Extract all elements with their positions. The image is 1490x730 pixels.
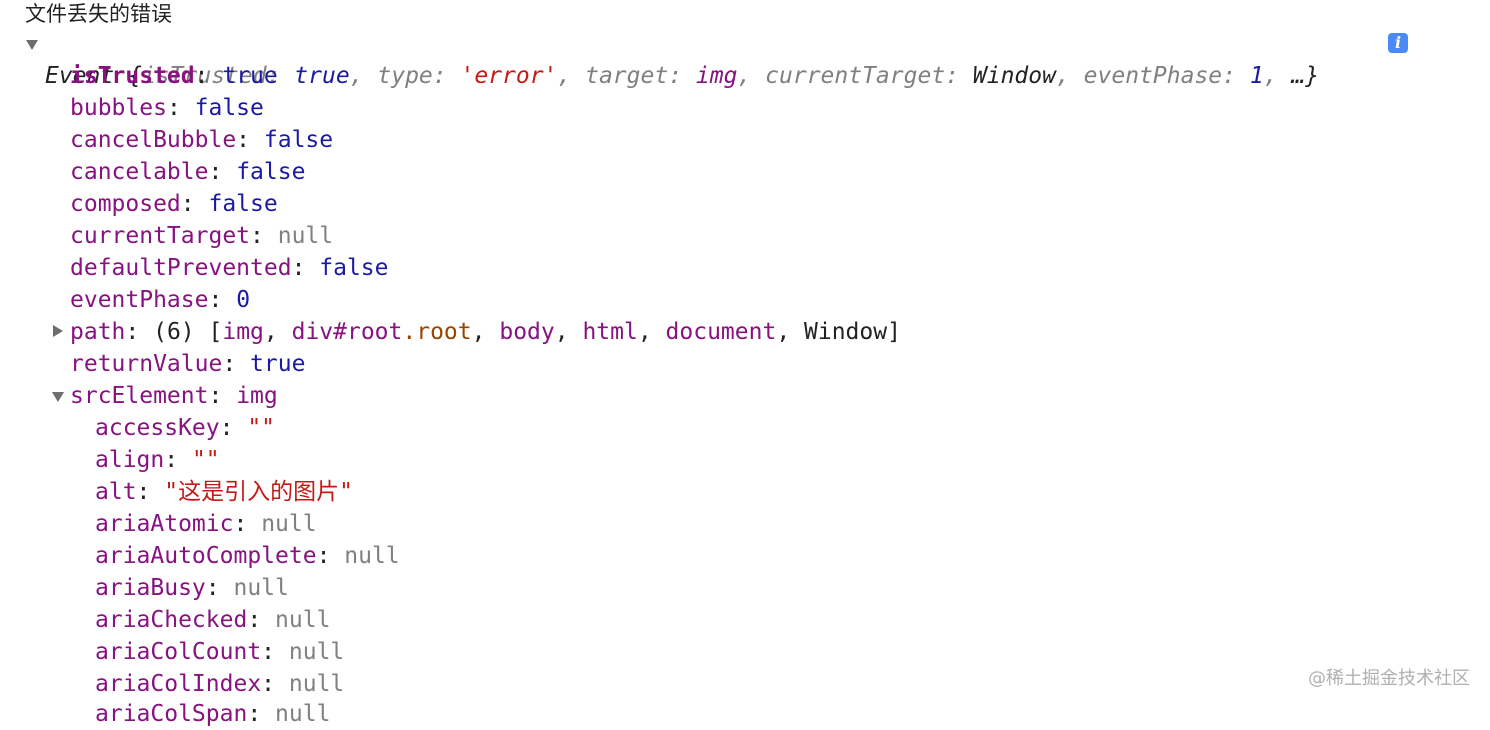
event-class-name: Event bbox=[45, 63, 129, 89]
property-value: null bbox=[288, 639, 345, 665]
event-summary-key-3: target bbox=[585, 63, 669, 89]
watermark: @稀土掘金技术社区 bbox=[1308, 668, 1470, 689]
property-row: eventPhase: 0 bbox=[70, 287, 251, 313]
event-summary-value-3: img bbox=[695, 63, 738, 89]
child-property-row: ariaChecked: null bbox=[95, 607, 331, 633]
property-value: true bbox=[222, 63, 278, 89]
path-item-body: body bbox=[499, 319, 555, 345]
child-property-row: ariaAtomic: null bbox=[95, 511, 317, 537]
property-key: ariaColSpan bbox=[95, 701, 248, 727]
property-row: isTrusted: true bbox=[70, 63, 278, 89]
path-item-div: div bbox=[291, 319, 334, 345]
expand-src-element-toggle[interactable] bbox=[52, 392, 64, 402]
event-summary-value-2: 'error' bbox=[460, 63, 558, 89]
property-key: ariaColCount bbox=[95, 639, 262, 665]
property-value: "" bbox=[247, 415, 276, 441]
property-value: null bbox=[275, 607, 331, 633]
event-summary-row[interactable]: Event {isTrusted: true, type: 'error', t… bbox=[45, 63, 1320, 89]
property-key: composed bbox=[70, 191, 181, 217]
property-key: ariaBusy bbox=[95, 575, 206, 601]
property-key: bubbles bbox=[70, 95, 167, 121]
child-property-row: ariaAutoComplete: null bbox=[95, 543, 400, 569]
property-value: "" bbox=[191, 447, 220, 473]
child-property-row: ariaBusy: null bbox=[95, 575, 289, 601]
property-key: eventPhase bbox=[70, 287, 209, 313]
property-key: currentTarget bbox=[70, 223, 251, 249]
event-summary-key-1: isTrusted bbox=[141, 63, 267, 89]
path-item-window: Window bbox=[804, 319, 888, 345]
path-item-html: html bbox=[582, 319, 638, 345]
child-property-row: ariaColSpan: null bbox=[95, 701, 331, 727]
property-key: returnValue bbox=[70, 351, 223, 377]
property-key: defaultPrevented bbox=[70, 255, 292, 281]
property-value: null bbox=[233, 575, 289, 601]
property-row: cancelBubble: false bbox=[70, 127, 334, 153]
event-summary-key-2: type bbox=[377, 63, 433, 89]
path-item-img: img bbox=[222, 319, 264, 345]
property-row: bubbles: false bbox=[70, 95, 264, 121]
property-key: ariaColIndex bbox=[95, 671, 262, 697]
path-row[interactable]: path: (6) [img, div#root.root, body, htm… bbox=[70, 319, 901, 345]
property-value: false bbox=[194, 95, 264, 121]
src-element-row[interactable]: srcElement: img bbox=[70, 383, 278, 409]
path-item-document: document bbox=[665, 319, 777, 345]
event-summary-open: { bbox=[128, 63, 142, 89]
property-value: null bbox=[277, 223, 334, 249]
event-summary-tail: …} bbox=[1291, 63, 1320, 89]
property-row: composed: false bbox=[70, 191, 278, 217]
info-icon[interactable]: i bbox=[1388, 33, 1408, 53]
property-value: null bbox=[288, 671, 345, 697]
property-value: false bbox=[263, 127, 334, 153]
property-value: null bbox=[261, 511, 317, 537]
child-property-row: ariaColCount: null bbox=[95, 639, 345, 665]
property-key: srcElement bbox=[70, 383, 209, 409]
property-key: align bbox=[95, 447, 165, 473]
property-row: returnValue: true bbox=[70, 351, 306, 377]
event-summary-value-1: true bbox=[294, 63, 350, 89]
property-value: 0 bbox=[236, 287, 251, 313]
path-item-div-id: #root bbox=[333, 319, 403, 345]
property-value: null bbox=[275, 701, 331, 727]
property-value: img bbox=[236, 383, 278, 409]
property-row: cancelable: false bbox=[70, 159, 306, 185]
property-row: currentTarget: null bbox=[70, 223, 334, 249]
path-item-div-class: .root bbox=[402, 319, 472, 345]
child-property-row: ariaColIndex: null bbox=[95, 671, 345, 697]
property-value: null bbox=[344, 543, 400, 569]
event-summary-key-4: currentTarget bbox=[765, 63, 946, 89]
property-key: cancelBubble bbox=[70, 127, 237, 153]
child-property-row: accessKey: "" bbox=[95, 415, 276, 441]
property-key: accessKey bbox=[95, 415, 220, 441]
property-value: false bbox=[208, 191, 278, 217]
property-value: false bbox=[319, 255, 389, 281]
section-heading: 文件丢失的错误 bbox=[25, 2, 172, 26]
expand-path-toggle[interactable] bbox=[53, 325, 63, 337]
property-row: defaultPrevented: false bbox=[70, 255, 389, 281]
child-property-row: align: "" bbox=[95, 447, 220, 473]
property-key: ariaAtomic bbox=[95, 511, 234, 537]
path-key: path bbox=[70, 319, 126, 345]
property-value: false bbox=[236, 159, 306, 185]
child-property-row: alt: "这是引入的图片" bbox=[95, 479, 353, 505]
property-key: isTrusted bbox=[70, 63, 195, 89]
property-value: true bbox=[250, 351, 306, 377]
path-count: (6) bbox=[153, 319, 195, 345]
property-value: "这是引入的图片" bbox=[164, 479, 353, 505]
event-summary-key-5: eventPhase bbox=[1083, 63, 1223, 89]
event-summary-value-4: Window bbox=[972, 63, 1056, 89]
property-key: alt bbox=[95, 479, 137, 505]
property-key: ariaChecked bbox=[95, 607, 248, 633]
property-key: ariaAutoComplete bbox=[95, 543, 317, 569]
event-summary-value-5: 1 bbox=[1249, 63, 1264, 89]
expand-event-toggle[interactable] bbox=[26, 40, 38, 50]
property-key: cancelable bbox=[70, 159, 209, 185]
